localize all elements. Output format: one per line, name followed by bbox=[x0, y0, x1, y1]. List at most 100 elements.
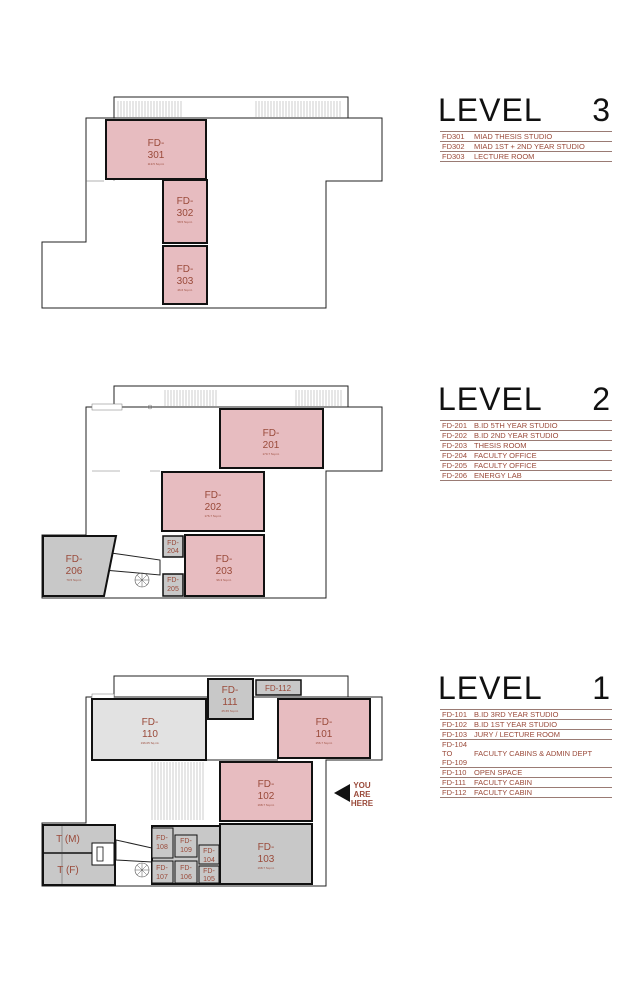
level-2-word: LEVEL bbox=[438, 381, 543, 417]
room-fd-108: FD- 108 bbox=[151, 827, 174, 859]
level-3-heading: LEVEL 3 bbox=[438, 92, 610, 128]
room-fd-110: FD- 110 196.05 Sq.mt. bbox=[91, 698, 207, 761]
svg-text:196.05 Sq.mt.: 196.05 Sq.mt. bbox=[141, 741, 160, 745]
svg-text:FD-: FD- bbox=[142, 717, 159, 728]
toilet-male-label: T (M) bbox=[56, 834, 80, 845]
room-fd-106: FD- 106 bbox=[174, 860, 198, 884]
svg-text:202: 202 bbox=[205, 502, 222, 513]
room-fd-301: FD- 301 119.5 Sq.mt. bbox=[105, 119, 207, 180]
room-fd-112: FD-112 bbox=[255, 679, 302, 696]
svg-text:103: 103 bbox=[258, 854, 275, 865]
room-fd-206: FD- 206 70.5 Sq.mt. bbox=[42, 535, 118, 597]
level-3-outline bbox=[41, 117, 383, 309]
svg-text:FD-: FD- bbox=[216, 554, 233, 565]
svg-text:FD-112: FD-112 bbox=[265, 684, 292, 693]
svg-text:107: 107 bbox=[156, 874, 168, 881]
room-fd-204: FD- 204 bbox=[162, 535, 184, 558]
svg-text:FD-: FD- bbox=[180, 865, 192, 872]
level-3-stair-hatch-right bbox=[255, 101, 341, 117]
svg-text:FD-: FD- bbox=[258, 779, 275, 790]
svg-text:168.7 Sq.mt.: 168.7 Sq.mt. bbox=[257, 803, 274, 807]
room-fd-301-label1: FD- bbox=[148, 138, 165, 149]
room-fd-303-area: 46.6 Sq.mt. bbox=[177, 288, 193, 292]
svg-text:FD-: FD- bbox=[167, 540, 179, 547]
svg-text:201: 201 bbox=[263, 440, 280, 451]
room-fd-302-area: 58.5 Sq.mt. bbox=[177, 220, 193, 224]
room-fd-303-label1: FD- bbox=[177, 264, 194, 275]
level-2-number: 2 bbox=[592, 381, 610, 417]
svg-text:108: 108 bbox=[156, 844, 168, 851]
level-2-upper-strip bbox=[113, 385, 349, 408]
svg-text:105: 105 bbox=[203, 876, 215, 883]
room-fd-302-label1: FD- bbox=[177, 196, 194, 207]
svg-text:206: 206 bbox=[66, 566, 83, 577]
svg-text:106: 106 bbox=[180, 874, 192, 881]
you-are-here-arrow-icon bbox=[334, 784, 350, 802]
svg-text:25.65 Sq.mt.: 25.65 Sq.mt. bbox=[221, 709, 238, 713]
room-fd-104: FD- 104 bbox=[198, 844, 220, 865]
toilets-block bbox=[42, 824, 116, 886]
room-fd-109: FD- 109 bbox=[174, 834, 198, 858]
level-1-word: LEVEL bbox=[438, 670, 543, 706]
svg-text:FD-: FD- bbox=[205, 490, 222, 501]
level-3-number: 3 bbox=[592, 92, 610, 128]
room-fd-303: FD- 303 46.6 Sq.mt. bbox=[162, 245, 208, 305]
spiral-stair-icon bbox=[134, 862, 150, 878]
room-fd-203: FD- 203 96.3 Sq.mt. bbox=[184, 534, 265, 597]
room-fd-302: FD- 302 58.5 Sq.mt. bbox=[162, 179, 208, 244]
level-3-stair-hatch-left bbox=[117, 101, 182, 117]
level-2-heading: LEVEL 2 bbox=[438, 381, 610, 417]
svg-text:205: 205 bbox=[167, 586, 179, 593]
svg-text:104: 104 bbox=[203, 857, 215, 864]
here-label: HERE bbox=[351, 799, 374, 808]
svg-text:FD-: FD- bbox=[263, 428, 280, 439]
you-label: YOU bbox=[353, 781, 371, 790]
svg-text:170.7 Sq.mt.: 170.7 Sq.mt. bbox=[262, 452, 279, 456]
are-label: ARE bbox=[354, 790, 372, 799]
svg-text:111: 111 bbox=[222, 697, 238, 708]
room-fd-101: FD- 101 156.7 Sq.mt. bbox=[277, 698, 371, 759]
room-fd-103: FD- 103 168.7 Sq.mt. bbox=[219, 823, 313, 885]
svg-text:FD-: FD- bbox=[258, 842, 275, 853]
svg-text:110: 110 bbox=[142, 729, 158, 740]
svg-text:FD-: FD- bbox=[203, 848, 215, 855]
svg-text:109: 109 bbox=[180, 847, 192, 854]
svg-text:204: 204 bbox=[167, 548, 179, 555]
room-fd-107: FD- 107 bbox=[151, 860, 174, 884]
room-fd-303-label2: 303 bbox=[177, 276, 194, 287]
svg-text:FD-: FD- bbox=[156, 835, 168, 842]
you-are-here-marker: YOU ARE HERE bbox=[334, 781, 374, 808]
level-3-plan: FD- 301 119.5 Sq.mt. FD- 302 58.5 Sq.mt.… bbox=[41, 96, 383, 309]
level-1-stair-hatch bbox=[151, 762, 204, 820]
spiral-stair-icon bbox=[134, 572, 150, 588]
room-fd-105: FD- 105 bbox=[198, 865, 220, 884]
level-2-plan: FD- 201 170.7 Sq.mt. FD- 202 176.7 Sq.mt… bbox=[41, 385, 383, 599]
svg-text:FD-: FD- bbox=[222, 685, 239, 696]
svg-text:203: 203 bbox=[216, 566, 233, 577]
room-fd-301-area: 119.5 Sq.mt. bbox=[148, 162, 165, 166]
svg-text:FD-: FD- bbox=[66, 554, 83, 565]
room-fd-102: FD- 102 168.7 Sq.mt. bbox=[219, 761, 313, 822]
level-1-plan: FD- 110 196.05 Sq.mt. FD- 111 25.65 Sq.m… bbox=[41, 675, 383, 887]
svg-text:176.7 Sq.mt.: 176.7 Sq.mt. bbox=[204, 514, 221, 518]
room-fd-302-label2: 302 bbox=[177, 208, 194, 219]
svg-text:102: 102 bbox=[258, 791, 275, 802]
